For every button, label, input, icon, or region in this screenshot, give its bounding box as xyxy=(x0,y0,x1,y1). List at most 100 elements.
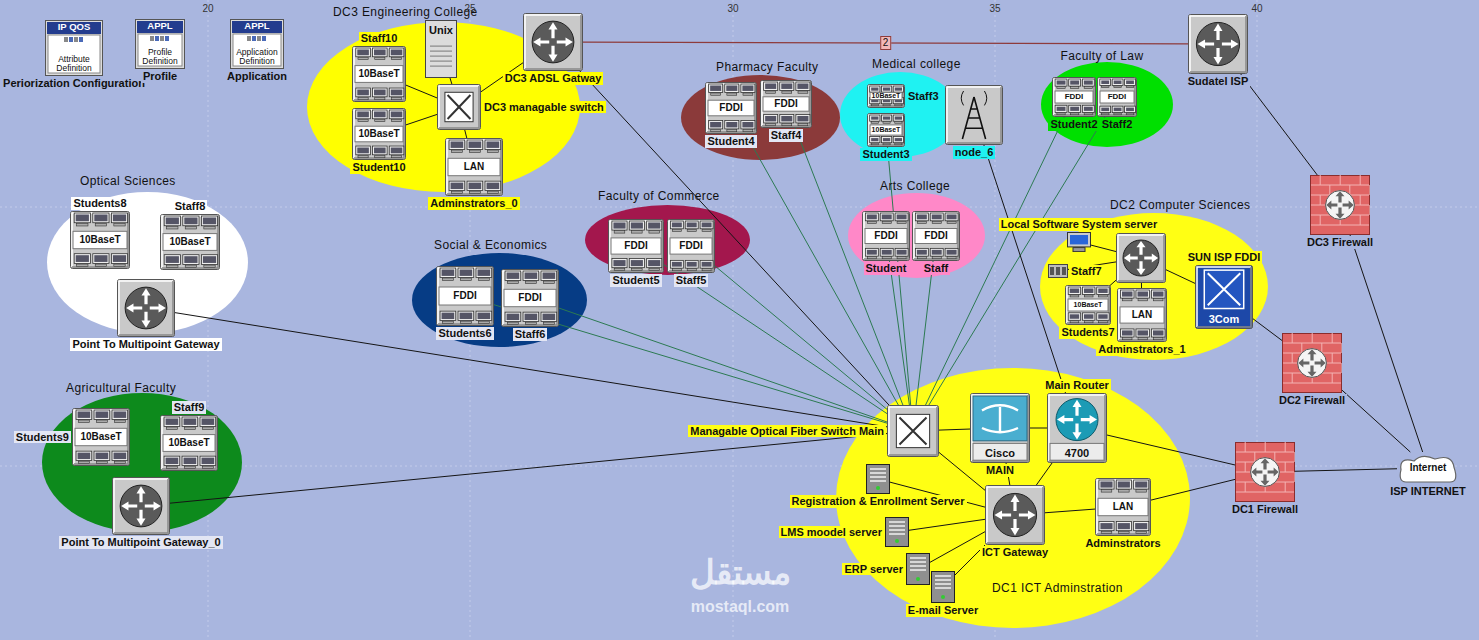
link-line xyxy=(1241,74,1318,175)
icon-box: LAN xyxy=(1117,288,1167,342)
icon-text: Profile Definition xyxy=(135,48,185,66)
icon-box: LAN xyxy=(445,138,503,196)
icon-box xyxy=(866,464,890,494)
node-label: Application xyxy=(225,70,289,83)
node-label: ICT Gateway xyxy=(980,546,1050,559)
device-node: 10BaseTStudents7 xyxy=(1059,285,1116,339)
icon-text: 10BaseT xyxy=(867,126,905,133)
region-heading: Social & Economics xyxy=(434,239,547,253)
router-icon xyxy=(523,13,583,71)
node-label: Registration & Enrollment Server xyxy=(790,495,967,508)
icon-box xyxy=(112,477,170,535)
icon-text: Cisco xyxy=(970,448,1030,460)
region-fill xyxy=(47,192,248,333)
icon-box xyxy=(1282,333,1342,393)
icon-text: APPL xyxy=(230,21,284,31)
icon-text: 10BaseT xyxy=(867,92,905,99)
region-ellipse: Faculty of CommerceFDDIStudent5FDDIStaff… xyxy=(585,205,750,275)
link-line xyxy=(889,261,909,405)
device-node: FDDIStaff2 xyxy=(1097,77,1137,131)
device-node: FDDIStaff xyxy=(912,211,960,275)
node-label: DC2 Firewall xyxy=(1277,394,1347,407)
device-node: DC1 Firewall xyxy=(1230,442,1300,516)
icon-text: FDDI xyxy=(436,291,494,302)
node-label: Student xyxy=(864,262,909,275)
device-node: IP QOSAttribute DefinitionPeriorization … xyxy=(1,20,147,90)
device-node: FDDIStudent4 xyxy=(705,82,757,148)
link-line xyxy=(1253,319,1282,341)
server-icon xyxy=(906,553,930,585)
node-label: Student2 xyxy=(1048,118,1099,131)
fw-icon xyxy=(1282,333,1342,393)
device-node: 10BaseTStaff3 xyxy=(867,84,941,108)
link-line xyxy=(494,305,887,423)
device-node: Students910BaseT xyxy=(14,408,130,466)
node-label: Sudatel ISP xyxy=(1186,75,1251,88)
icon-box: APPLProfile Definition xyxy=(135,19,185,69)
device-node: Main Router4700 xyxy=(1043,379,1111,463)
icon-text: FDDI xyxy=(1052,93,1096,101)
icon-box: 4700 xyxy=(1047,393,1107,463)
server-icon xyxy=(931,571,955,603)
device-node: SUN ISP FDDI3Com xyxy=(1186,251,1263,329)
icon-text: Internet xyxy=(1397,463,1459,474)
edge-group xyxy=(170,42,1423,575)
switch-icon xyxy=(887,405,939,457)
node-label: Student10 xyxy=(350,161,407,174)
link-line xyxy=(1350,235,1423,452)
icon-text: Application Definition xyxy=(230,48,284,66)
icon-text: 10BaseT xyxy=(160,237,220,248)
link-line xyxy=(715,266,887,409)
region-ellipse: Arts CollegeFDDIStudentFDDIStaff xyxy=(848,193,985,278)
region-heading: DC3 Engineering College xyxy=(333,6,478,20)
icon-text: 10BaseT xyxy=(160,438,218,449)
icon-text: 10BaseT xyxy=(70,235,130,246)
icon-text: 10BaseT xyxy=(352,69,406,80)
icon-text: FDDI xyxy=(862,231,910,242)
node-label: Student5 xyxy=(610,274,661,287)
region-ellipse: Optical SciencesStudents810BaseTStaff810… xyxy=(47,192,248,333)
device-node: DC3 ADSL Gatway xyxy=(503,13,604,85)
node-label: Student3 xyxy=(860,148,911,161)
device-node: Point To Multipoint Gateway_0 xyxy=(59,477,222,549)
icon-box: 10BaseT xyxy=(70,211,130,269)
node-label: Adminstrators_1 xyxy=(1096,343,1187,356)
region-heading: Pharmacy Faculty xyxy=(716,61,818,75)
node-label: Profile xyxy=(141,70,179,83)
icon-text: FDDI xyxy=(912,231,960,242)
region-ellipse: Medical college10BaseTStaff310BaseTStude… xyxy=(840,72,960,157)
axis-number: 40 xyxy=(1251,3,1262,14)
node-label: ISP INTERNET xyxy=(1388,485,1468,498)
server-icon xyxy=(885,517,909,547)
link-line xyxy=(664,265,887,414)
icon-box: FDDI xyxy=(501,269,559,327)
icon-text: 10BaseT xyxy=(352,129,406,140)
region-heading: Medical college xyxy=(872,58,961,72)
icon-box: 10BaseT xyxy=(867,113,905,147)
device-node: FDDIStaff6 xyxy=(501,269,559,341)
device-node: DC2 Firewall xyxy=(1277,333,1347,407)
link-label: 2 xyxy=(880,36,892,50)
region-ellipse: Social & EconomicsFDDIStudents6FDDIStaff… xyxy=(412,253,587,347)
icon-text: FDDI xyxy=(608,241,664,252)
router-symbol xyxy=(1117,234,1166,283)
link-line xyxy=(1295,469,1397,472)
node-label: DC3 Firewall xyxy=(1305,236,1375,249)
device-node: ICT Gateway xyxy=(980,485,1050,559)
icon-box: FDDI xyxy=(667,219,715,273)
device-node: APPL Application DefinitionApplication xyxy=(225,19,289,83)
node-label: Staff6 xyxy=(513,328,548,341)
icon-text: LAN xyxy=(1117,310,1167,321)
watermark: مستقل xyxy=(690,552,791,592)
node-label: Adminstrators xyxy=(1083,537,1162,550)
device-node: FDDI Student xyxy=(862,211,910,275)
switch-icon xyxy=(437,84,481,130)
icon-text: FDDI xyxy=(1097,93,1137,101)
icon-box: 10BaseT xyxy=(1065,285,1111,325)
axis-number: 25 xyxy=(464,3,475,14)
link-line xyxy=(984,145,1066,393)
icon-text: LAN xyxy=(1095,502,1151,513)
icon-box: 10BaseT xyxy=(352,46,406,102)
icon-box: IP QOSAttribute Definition xyxy=(45,20,103,76)
